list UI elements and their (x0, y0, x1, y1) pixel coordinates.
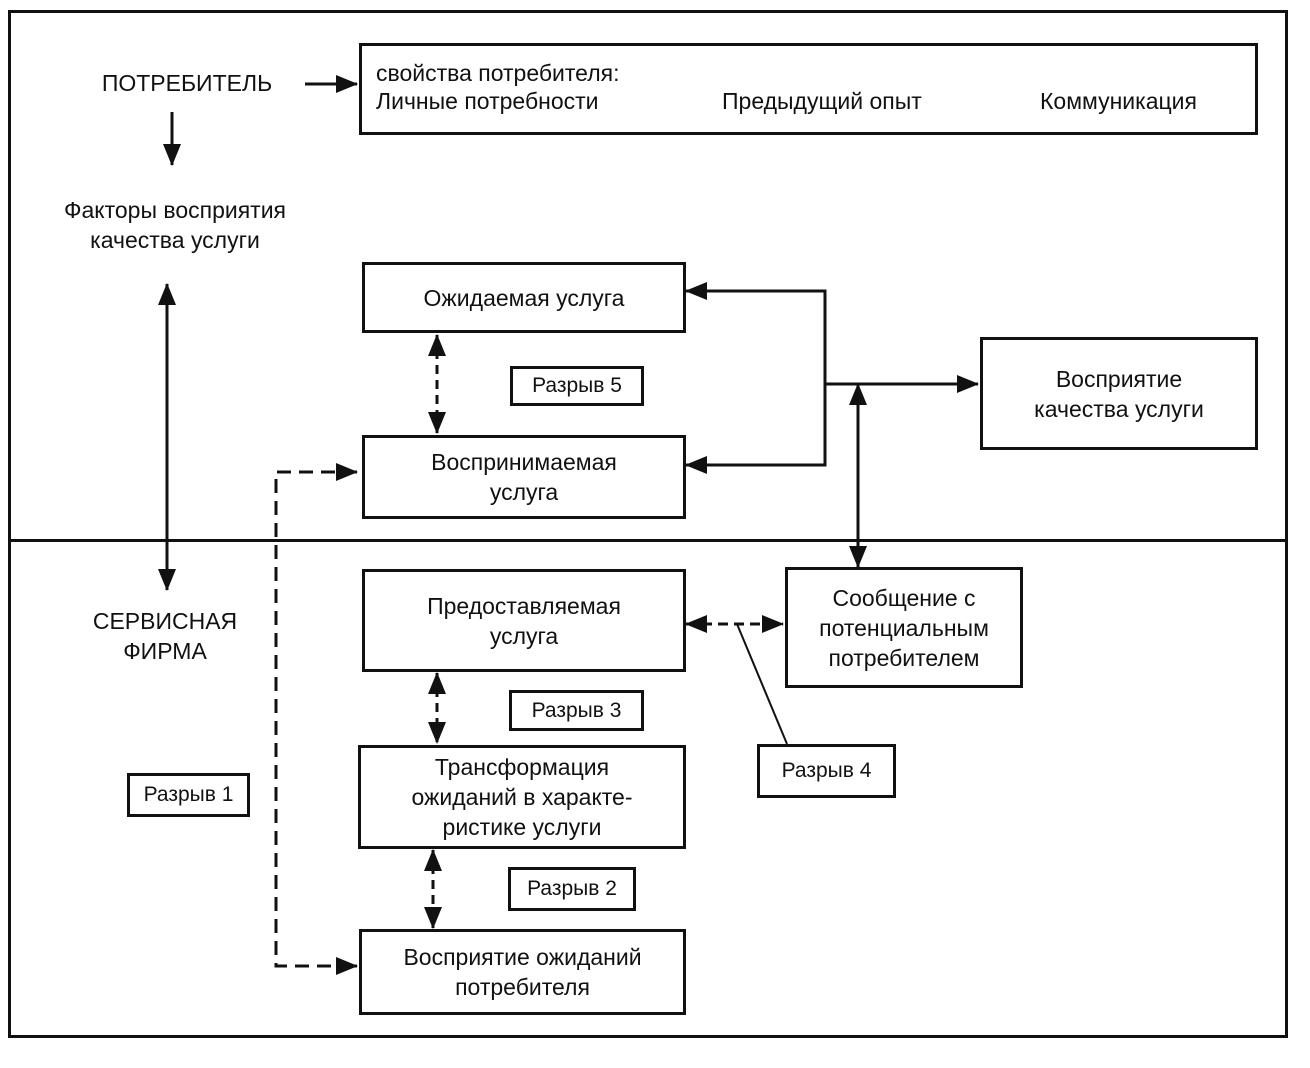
expected-service-box: Ожидаемая услуга (362, 262, 686, 333)
consumer-label: ПОТРЕБИТЕЛЬ (101, 70, 273, 96)
consumer-properties-box: свойства потребителя: Личные потребности… (359, 43, 1258, 135)
consumer-properties-heading: свойства потребителя: (376, 60, 620, 86)
gap3-label: Разрыв 3 (509, 690, 644, 731)
service-firm-label: СЕРВИСНАЯ ФИРМА (92, 608, 238, 664)
gap5-label: Разрыв 5 (510, 366, 644, 406)
consumer-firm-divider (8, 539, 1288, 542)
property-personal-needs: Личные потребности (376, 88, 599, 114)
property-communication: Коммуникация (1040, 88, 1197, 114)
gap2-label: Разрыв 2 (508, 867, 636, 911)
connector-to-quality (686, 289, 827, 467)
communication-box: Сообщение с потенциальным потребителем (785, 567, 1023, 688)
property-past-experience: Предыдущий опыт (722, 88, 922, 114)
gap1-label: Разрыв 1 (127, 773, 250, 817)
transformation-box: Трансформация ожиданий в характе- ристик… (358, 745, 686, 849)
gap4-label: Разрыв 4 (757, 744, 896, 798)
quality-perception-box: Восприятие качества услуги (980, 337, 1258, 450)
delivered-service-box: Предоставляемая услуга (362, 569, 686, 672)
gap4-leader (736, 623, 788, 745)
arrow-gap1-path (274, 470, 357, 968)
factors-label: Факторы восприятия качества услуги (63, 197, 286, 253)
diagram-frame (8, 10, 1288, 1038)
perception-expectations-box: Восприятие ожиданий потребителя (359, 929, 686, 1015)
perceived-service-box: Воспринимаемая услуга (362, 435, 686, 519)
